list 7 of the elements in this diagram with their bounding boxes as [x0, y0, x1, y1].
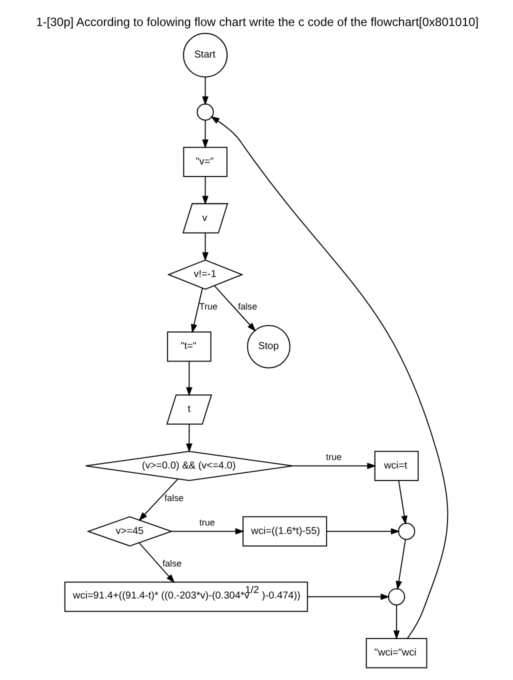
edge-label: false [164, 492, 184, 503]
edge-label: false [162, 558, 182, 568]
edge-label: false [238, 302, 258, 312]
edge-label: true [326, 452, 342, 462]
edge-label: True [199, 302, 218, 312]
edge-label: true [199, 518, 215, 528]
diagram-title: 1-[30p] According to folowing flow chart write the c code of the flowchart[0x801010] [36, 14, 479, 29]
